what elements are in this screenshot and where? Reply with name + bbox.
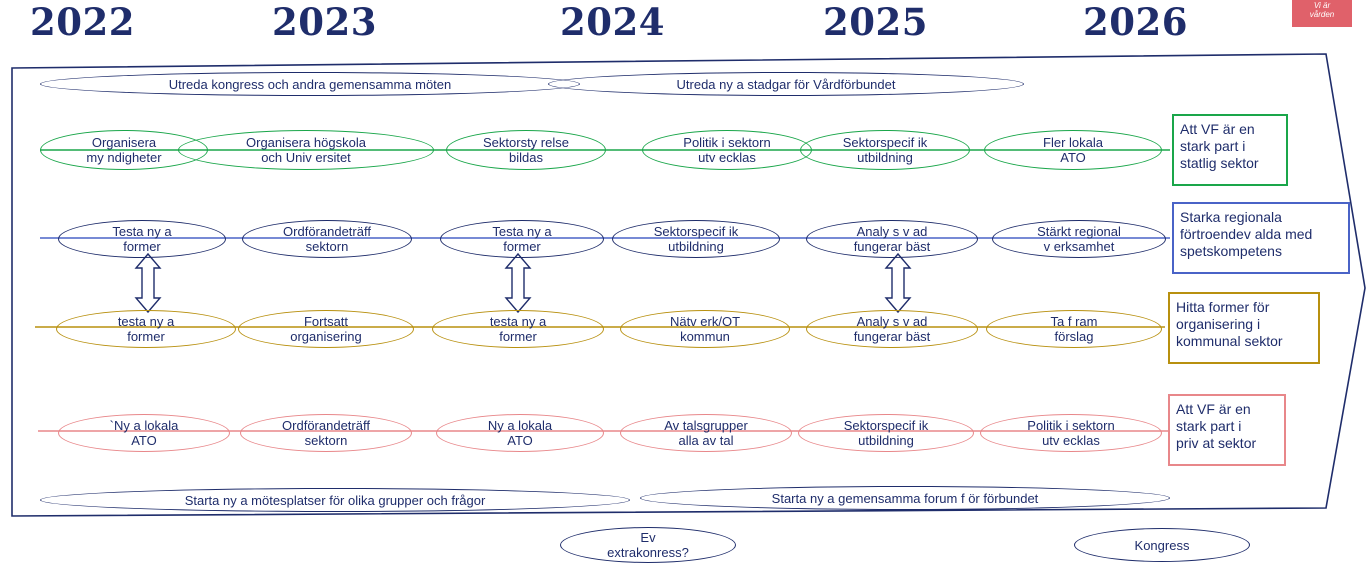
year-label: 2023	[272, 0, 377, 44]
regional-goal: Starka regionala förtroendev alda med sp…	[1172, 202, 1350, 274]
top-initiative: Utreda ny a stadgar för Vårdförbundet	[548, 72, 1024, 96]
kommunal-activity: testa ny a former	[56, 310, 236, 348]
statlig-activity: Fler lokala ATO	[984, 130, 1162, 170]
regional-activity: Ordförandeträff sektorn	[242, 220, 412, 258]
statlig-activity: Sektorspecif ik utbildning	[800, 130, 970, 170]
regional-activity: Analy s v ad fungerar bäst	[806, 220, 978, 258]
regional-activity: Sektorspecif ik utbildning	[612, 220, 780, 258]
kommunal-goal: Hitta former för organisering i kommunal…	[1168, 292, 1320, 364]
kommunal-activity: Ta f ram förslag	[986, 310, 1162, 348]
statlig-goal: Att VF är en stark part i statlig sektor	[1172, 114, 1288, 186]
double-arrow-icon	[884, 252, 912, 314]
privat-goal: Att VF är en stark part i priv at sektor	[1168, 394, 1286, 466]
regional-activity: Stärkt regional v erksamhet	[992, 220, 1166, 258]
year-label: 2022	[30, 0, 135, 44]
privat-activity: Ordförandeträff sektorn	[240, 414, 412, 452]
logo-text-line: Vi är	[1313, 1, 1331, 10]
double-arrow-icon	[504, 252, 532, 314]
logo: Vi är vården	[1292, 0, 1352, 27]
bottom-initiative: Starta ny a gemensamma forum f ör förbun…	[640, 486, 1170, 510]
logo-text-line: vården	[1309, 10, 1335, 19]
kommunal-activity: testa ny a former	[432, 310, 604, 348]
bottom-initiative: Starta ny a mötesplatser för olika grupp…	[40, 488, 630, 512]
year-label: 2026	[1083, 0, 1188, 44]
privat-activity: `Ny a lokala ATO	[58, 414, 230, 452]
privat-activity: Av talsgrupper alla av tal	[620, 414, 792, 452]
regional-activity: Testa ny a former	[58, 220, 226, 258]
extra-congress-event: Ev extrakonress?	[560, 527, 736, 563]
statlig-activity: Politik i sektorn utv ecklas	[642, 130, 812, 170]
statlig-activity: Sektorsty relse bildas	[446, 130, 606, 170]
congress-event: Kongress	[1074, 528, 1250, 562]
top-initiative: Utreda kongress och andra gemensamma möt…	[40, 72, 580, 96]
kommunal-activity: Fortsatt organisering	[238, 310, 414, 348]
year-label: 2024	[560, 0, 665, 44]
regional-activity: Testa ny a former	[440, 220, 604, 258]
privat-activity: Politik i sektorn utv ecklas	[980, 414, 1162, 452]
statlig-activity: Organisera högskola och Univ ersitet	[178, 130, 434, 170]
kommunal-activity: Analy s v ad fungerar bäst	[806, 310, 978, 348]
double-arrow-icon	[134, 252, 162, 314]
kommunal-activity: Nätv erk/OT kommun	[620, 310, 790, 348]
privat-activity: Ny a lokala ATO	[436, 414, 604, 452]
privat-activity: Sektorspecif ik utbildning	[798, 414, 974, 452]
year-label: 2025	[823, 0, 928, 44]
